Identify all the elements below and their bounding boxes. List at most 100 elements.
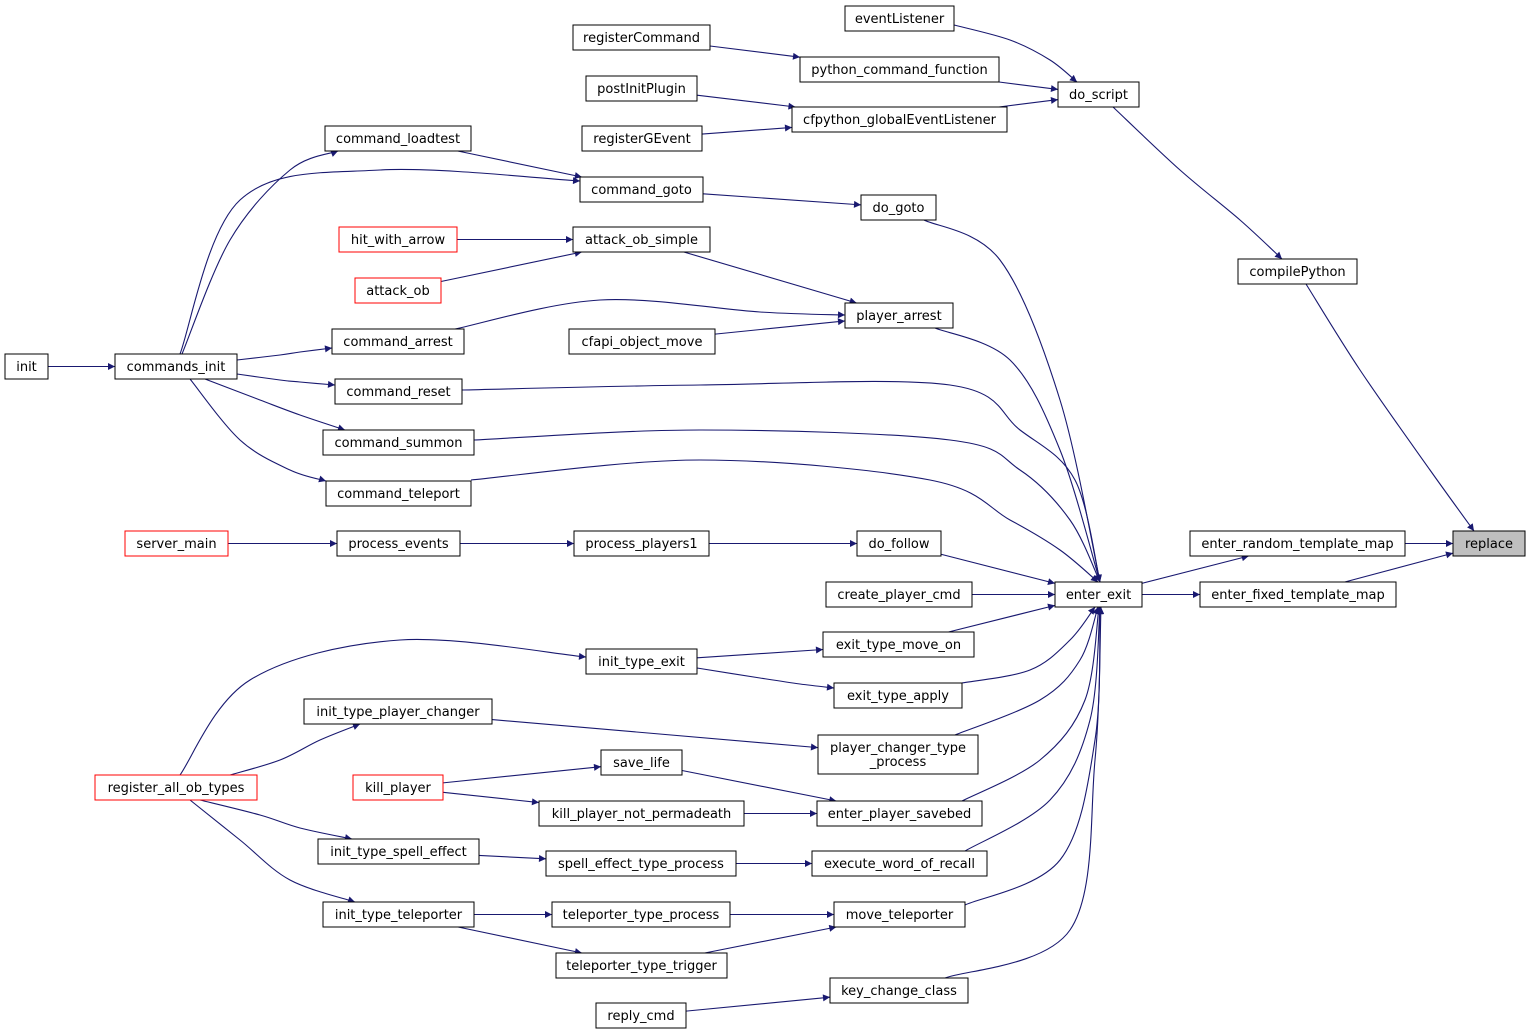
- node-teleporter-type-trigger[interactable]: teleporter_type_trigger: [555, 952, 728, 979]
- node-box: [791, 106, 1008, 133]
- edge-kill_player-to-save_life: [442, 763, 602, 784]
- node-register-all-ob-types[interactable]: register_all_ob_types: [94, 774, 258, 801]
- node-box: [4, 353, 49, 380]
- edge-registerGEvent-to-cfpython_globalEventListener: [701, 124, 793, 135]
- node-init-type-player-changer[interactable]: init_type_player_changer: [303, 698, 493, 725]
- node-label: command_summon: [335, 436, 463, 451]
- node-postInitPlugin[interactable]: postInitPlugin: [585, 75, 698, 102]
- node-kill-player[interactable]: kill_player: [352, 774, 444, 801]
- node-box: [829, 977, 969, 1004]
- node-box: [844, 302, 954, 329]
- node-teleporter-type-process[interactable]: teleporter_type_process: [551, 901, 731, 928]
- node-do-follow[interactable]: do_follow: [856, 530, 942, 557]
- node-box: [124, 530, 229, 557]
- node-box: [545, 850, 737, 877]
- edge-command_summon-to-enter_exit: [473, 429, 1101, 583]
- node-server-main[interactable]: server_main: [124, 530, 229, 557]
- node-do-goto[interactable]: do_goto: [860, 194, 937, 221]
- edge-exit_type_apply-to-enter_exit: [961, 606, 1096, 684]
- node-label: compilePython: [1249, 265, 1345, 280]
- node-exit-type-apply[interactable]: exit_type_apply: [833, 682, 963, 709]
- edge-commands_init-to-command_goto: [179, 168, 581, 355]
- node-init[interactable]: init: [4, 353, 49, 380]
- node-label: process_players1: [585, 537, 697, 552]
- node-process-players1[interactable]: process_players1: [573, 530, 710, 557]
- node-move-teleporter[interactable]: move_teleporter: [833, 901, 966, 928]
- node-cfapi-object-move[interactable]: cfapi_object_move: [568, 328, 716, 355]
- node-label: command_loadtest: [336, 132, 460, 147]
- node-label: enter_player_savebed: [828, 807, 971, 822]
- node-eventListener[interactable]: eventListener: [844, 5, 955, 32]
- node-label: enter_random_template_map: [1201, 537, 1393, 552]
- node-attack-ob-simple[interactable]: attack_ob_simple: [572, 226, 711, 253]
- node-label: attack_ob_simple: [585, 233, 698, 248]
- node-init-type-teleporter[interactable]: init_type_teleporter: [322, 901, 475, 928]
- node-do-script[interactable]: do_script: [1057, 81, 1140, 108]
- node-command-reset[interactable]: command_reset: [334, 378, 463, 405]
- node-box: [860, 194, 937, 221]
- node-label: registerCommand: [583, 31, 700, 46]
- node-exit-type-move-on[interactable]: exit_type_move_on: [822, 631, 975, 658]
- node-command-arrest[interactable]: command_arrest: [331, 328, 465, 355]
- node-command-summon[interactable]: command_summon: [322, 429, 475, 456]
- node-spell-effect-type-process[interactable]: spell_effect_type_process: [545, 850, 737, 877]
- node-enter-player-savebed[interactable]: enter_player_savebed: [816, 800, 983, 827]
- node-init-type-exit[interactable]: init_type_exit: [585, 648, 698, 675]
- edge-init_type_exit-to-exit_type_move_on: [696, 646, 824, 659]
- node-player-arrest[interactable]: player_arrest: [844, 302, 954, 329]
- node-init-type-spell-effect[interactable]: init_type_spell_effect: [317, 838, 480, 865]
- node-enter-exit[interactable]: enter_exit: [1054, 581, 1143, 608]
- edge-compilePython-to-replace: [1305, 283, 1475, 532]
- node-box: [581, 125, 703, 152]
- node-create-player-cmd[interactable]: create_player_cmd: [825, 581, 973, 608]
- edge-cfpython_globalEventListener-to-do_script: [998, 96, 1059, 108]
- edge-do_follow-to-enter_exit: [940, 553, 1056, 586]
- node-commands-init[interactable]: commands_init: [114, 353, 238, 380]
- node-kill-player-not-permadeath[interactable]: kill_player_not_permadeath: [538, 800, 745, 827]
- node-label: eventListener: [855, 12, 945, 27]
- node-command-goto[interactable]: command_goto: [579, 176, 704, 203]
- node-box: [585, 75, 698, 102]
- edge-postInitPlugin-to-cfpython_globalEventListener: [696, 94, 796, 110]
- edge-command_arrest-to-player_arrest: [454, 299, 846, 330]
- node-registerCommand[interactable]: registerCommand: [572, 24, 711, 51]
- node-label: command_goto: [591, 183, 692, 198]
- node-command-loadtest[interactable]: command_loadtest: [324, 125, 472, 152]
- edge-init_type_player_changer-to-player_changer_type_process: [491, 719, 819, 751]
- node-attack-ob[interactable]: attack_ob: [354, 277, 442, 304]
- node-label: cfapi_object_move: [582, 335, 703, 350]
- node-box: [1237, 258, 1358, 285]
- node-python-command-function[interactable]: python_command_function: [799, 56, 1000, 83]
- node-box: [338, 226, 458, 253]
- node-enter-random-template-map[interactable]: enter_random_template_map: [1189, 530, 1406, 557]
- node-cfpython-globalEventListener[interactable]: cfpython_globalEventListener: [791, 106, 1008, 133]
- node-label: do_goto: [873, 201, 925, 216]
- edge-attack_ob_simple-to-player_arrest: [683, 251, 857, 305]
- node-label: kill_player_not_permadeath: [552, 807, 732, 822]
- node-box: [568, 328, 716, 355]
- edge-player_arrest-to-enter_exit: [934, 327, 1102, 583]
- node-label: kill_player: [365, 781, 431, 796]
- node-box: [811, 850, 988, 877]
- node-process-events[interactable]: process_events: [336, 530, 461, 557]
- node-replace[interactable]: replace: [1452, 530, 1526, 557]
- node-box: [833, 901, 966, 928]
- node-key-change-class[interactable]: key_change_class: [829, 977, 969, 1004]
- node-player-changer-type-process[interactable]: player_changer_type_process: [817, 734, 979, 775]
- node-execute-word-of-recall[interactable]: execute_word_of_recall: [811, 850, 988, 877]
- edge-attack_ob-to-attack_ob_simple: [440, 250, 582, 283]
- edge-command_reset-to-enter_exit: [461, 380, 1102, 583]
- edge-commands_init-to-command_teleport: [189, 378, 327, 483]
- node-enter-fixed-template-map[interactable]: enter_fixed_template_map: [1199, 581, 1397, 608]
- node-registerGEvent[interactable]: registerGEvent: [581, 125, 703, 152]
- node-hit-with-arrow[interactable]: hit_with_arrow: [338, 226, 458, 253]
- node-label: save_life: [613, 756, 670, 771]
- node-compilePython[interactable]: compilePython: [1237, 258, 1358, 285]
- node-command-teleport[interactable]: command_teleport: [325, 480, 472, 507]
- edge-exit_type_move_on-to-enter_exit: [948, 603, 1056, 633]
- edge-key_change_class-to-enter_exit: [944, 606, 1105, 979]
- node-box: [324, 125, 472, 152]
- node-box: [572, 226, 711, 253]
- node-save-life[interactable]: save_life: [600, 749, 683, 776]
- node-reply-cmd[interactable]: reply_cmd: [595, 1002, 687, 1029]
